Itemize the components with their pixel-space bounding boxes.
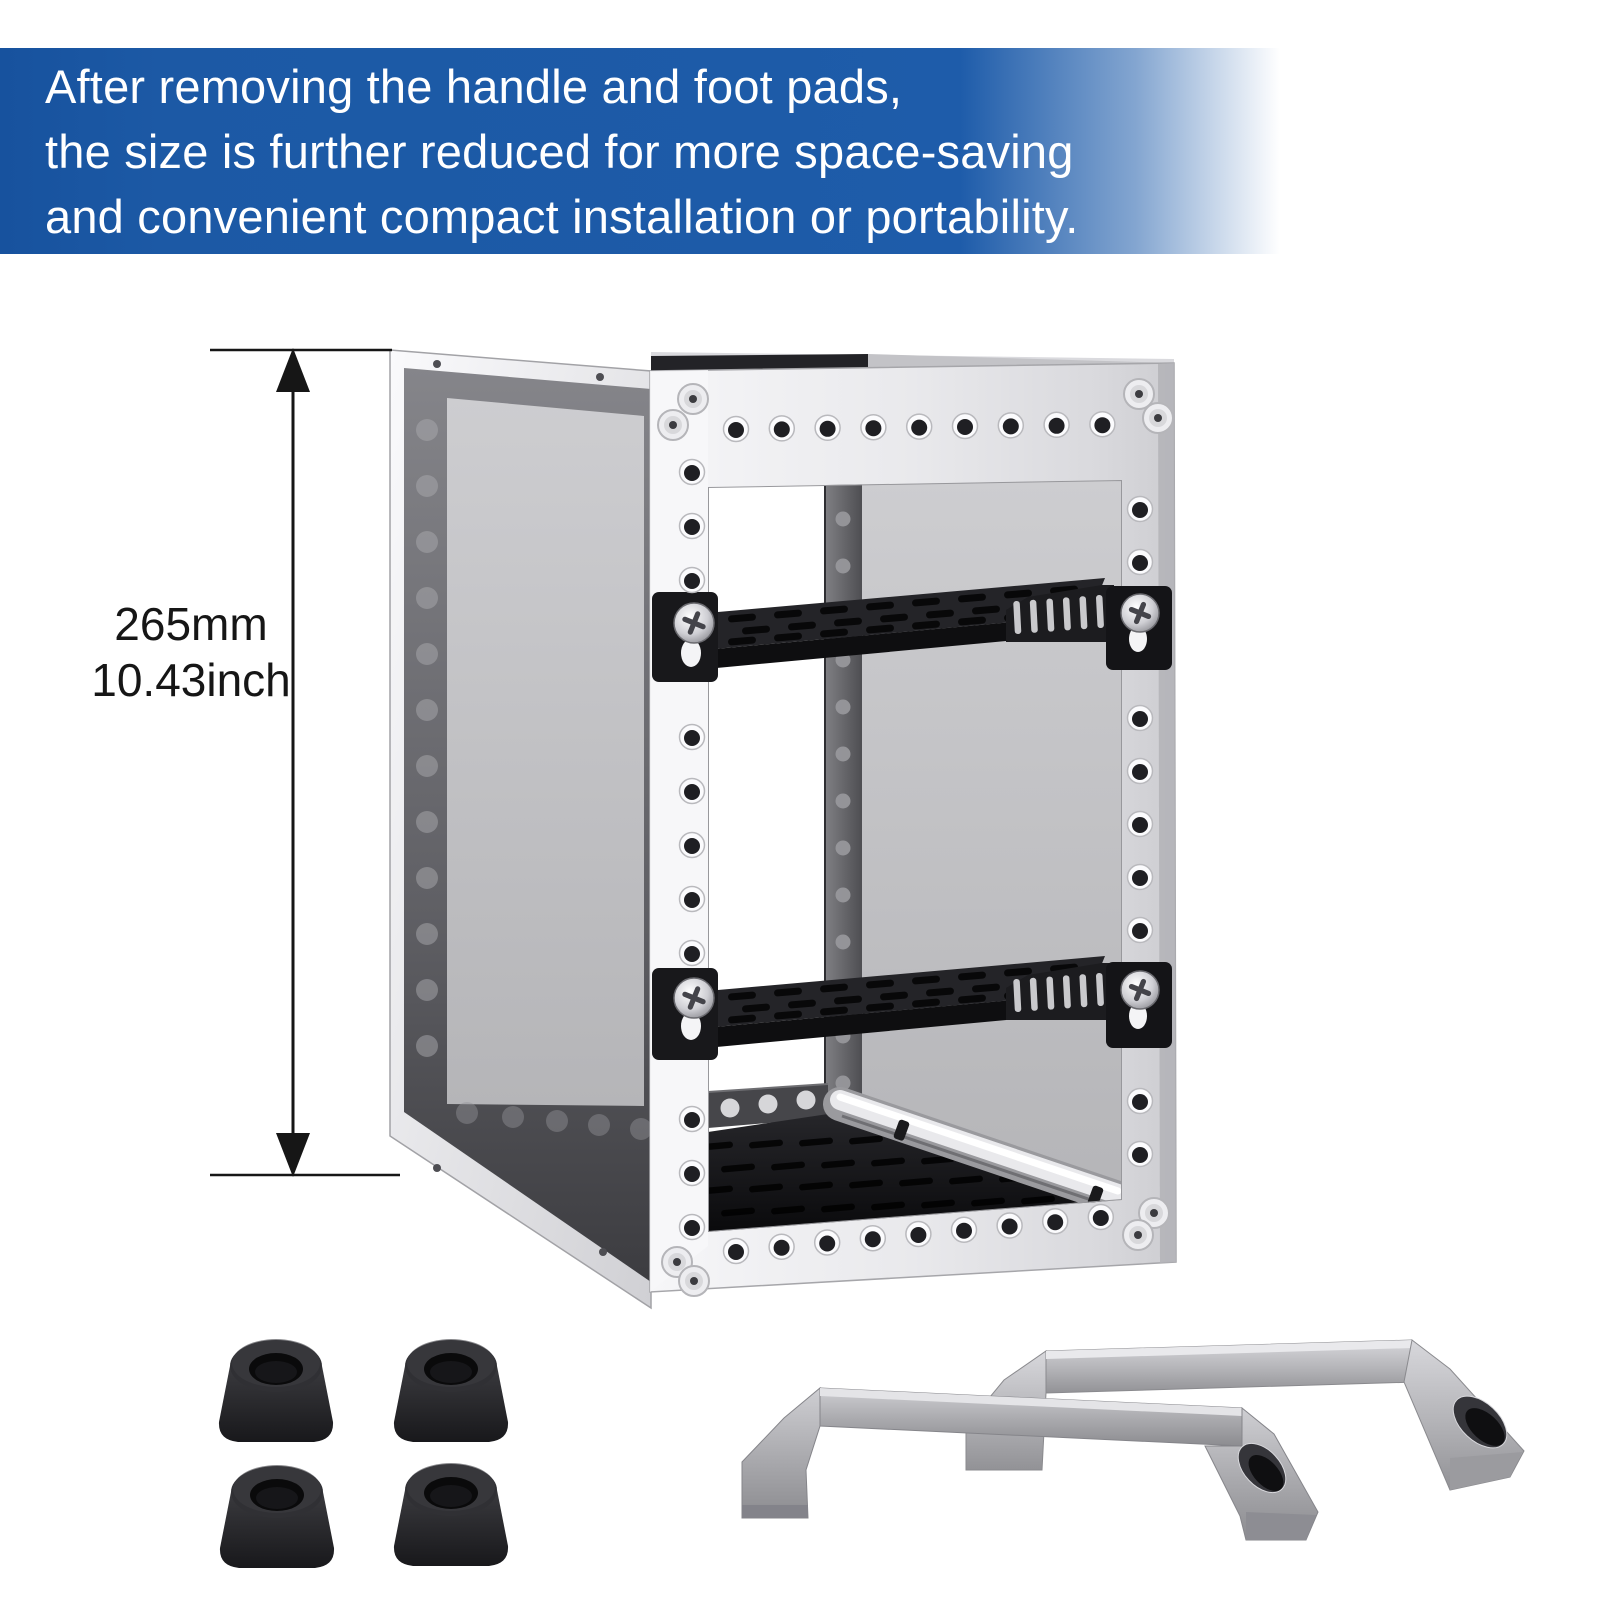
acrylic-reflection — [447, 398, 644, 1106]
handle-front — [741, 1386, 1319, 1541]
frame-holes-left-column — [678, 458, 706, 1241]
frame-corner-screws — [657, 378, 1174, 1297]
side-screw-holes — [433, 360, 607, 1256]
flange-slots — [1013, 972, 1104, 1012]
frame-holes-right-column — [1126, 495, 1154, 1168]
banner-line-3: and convenient compact installation or p… — [45, 189, 1079, 243]
frame-holes-top-row — [722, 410, 1116, 443]
flange-slots — [1013, 594, 1104, 634]
banner-line-1: After removing the handle and foot pads, — [45, 59, 903, 113]
banner-line-2: the size is further reduced for more spa… — [45, 124, 1074, 178]
shelf-front-lip — [704, 615, 1092, 669]
holes-through-acrylic — [416, 419, 652, 1140]
frame-holes-bottom-row — [722, 1203, 1115, 1265]
shelf-front-lip — [704, 993, 1092, 1048]
foot-pad — [393, 1339, 509, 1442]
dimension-line — [210, 348, 400, 1177]
handle-back — [965, 1339, 1525, 1491]
rack-frame — [389, 349, 1177, 1310]
left-side-panel — [389, 349, 652, 1310]
arrow-up — [276, 348, 310, 392]
promo-banner: After removing the handle and foot pads,… — [0, 48, 1600, 254]
foot-pads — [218, 1339, 509, 1568]
arrow-down — [276, 1133, 310, 1177]
foot-pad — [393, 1463, 509, 1566]
slide-rail — [823, 1087, 1122, 1215]
foot-pad — [219, 1465, 335, 1568]
shelf-screws — [673, 593, 1160, 1019]
foot-pad — [218, 1339, 334, 1442]
